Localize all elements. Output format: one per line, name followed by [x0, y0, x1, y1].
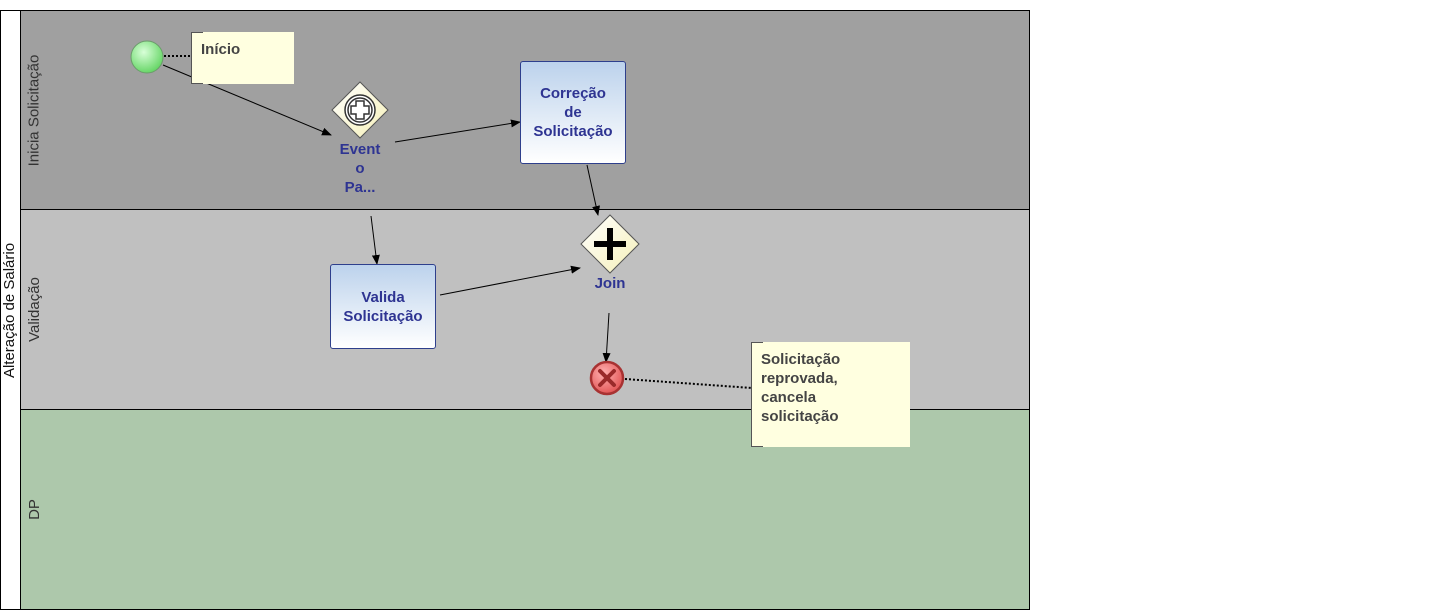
- task-valida-line: Valida: [361, 288, 405, 306]
- task-correcao-line: Correção: [540, 85, 606, 102]
- start-event: [130, 40, 164, 74]
- event-gateway: [331, 81, 389, 139]
- end-event: [589, 360, 625, 396]
- join-gateway: [580, 214, 640, 274]
- event-gateway-label: Event o Pa...: [339, 141, 381, 196]
- flow-join-to-end: [602, 312, 611, 363]
- note-inicio: Início: [191, 32, 294, 84]
- task-correcao-de-solicitacao[interactable]: Correção de Solicitação: [520, 61, 626, 164]
- note-reprovada: Solicitação reprovada, cancela solicitaç…: [751, 342, 910, 447]
- flow-event-gateway-to-correcao: [394, 119, 521, 143]
- task-valida-solicitacao[interactable]: Valida Solicitação: [330, 264, 436, 349]
- note-reprovada-line: reprovada,: [761, 370, 838, 387]
- note-reprovada-line: Solicitação: [761, 351, 841, 368]
- association-reprovada: [624, 378, 753, 389]
- join-gateway-label: Join: [594, 275, 626, 292]
- flow-correcao-to-join: [586, 164, 600, 216]
- task-valida-line: Solicitação: [343, 307, 423, 325]
- task-correcao-line: de: [564, 104, 582, 121]
- note-reprovada-line: solicitação: [761, 408, 839, 425]
- flow-valida-to-join: [439, 265, 581, 296]
- note-reprovada-line: cancela: [761, 389, 817, 406]
- flow-event-gateway-to-valida: [370, 215, 380, 265]
- task-correcao-line: Solicitação: [533, 123, 613, 140]
- note-inicio-text: Início: [201, 41, 241, 58]
